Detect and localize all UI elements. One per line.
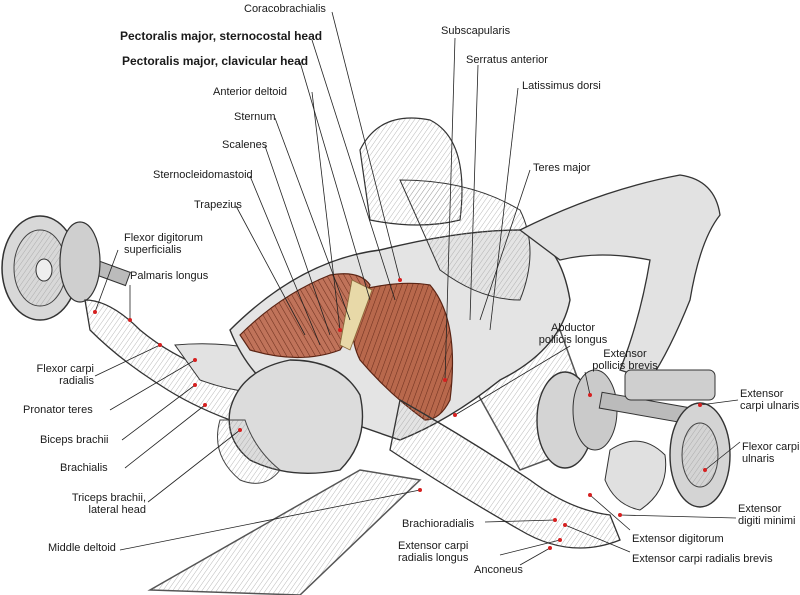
label-triceps-line1: Triceps brachii, bbox=[71, 492, 146, 504]
leader-lines bbox=[94, 11, 741, 566]
label-coracobrachialis: Coracobrachialis bbox=[244, 3, 326, 15]
label-teres-major: Teres major bbox=[533, 162, 591, 174]
label-flexor-carpi-ulnaris: Flexor carpi ulnaris bbox=[742, 441, 799, 465]
label-brachioradialis: Brachioradialis bbox=[402, 518, 475, 530]
label-flexor-carpi-radialis: Flexor carpi radialis bbox=[30, 363, 94, 387]
label-fcr-line2: radialis bbox=[59, 375, 94, 387]
pec-clavicular-head bbox=[239, 273, 371, 359]
label-scalenes: Scalenes bbox=[222, 139, 268, 151]
label-flexor-digitorum: Flexor digitorum superficialis bbox=[124, 232, 203, 256]
label-fcu-line2: ulnaris bbox=[742, 453, 775, 465]
label-anconeus: Anconeus bbox=[474, 564, 523, 576]
pec-sternocostal-head bbox=[351, 282, 454, 421]
label-abductor-line2: pollicis longus bbox=[538, 334, 608, 346]
label-biceps-brachii: Biceps brachii bbox=[40, 434, 109, 446]
label-fcu-line1: Flexor carpi bbox=[742, 441, 800, 453]
label-extensor-digiti-minimi: Extensor digiti minimi bbox=[738, 503, 795, 527]
label-fcr-line1: Flexor carpi bbox=[36, 363, 94, 375]
label-dots bbox=[93, 278, 707, 550]
label-flexor-digitorum-line1: Flexor digitorum bbox=[124, 232, 203, 244]
label-sternum: Sternum bbox=[234, 111, 276, 123]
label-ecu-line2: carpi ulnaris bbox=[740, 400, 800, 412]
label-ext-pollicis-line2: pollicis brevis bbox=[592, 360, 658, 372]
sternum-shape bbox=[339, 279, 373, 351]
label-ecu-line1: Extensor bbox=[740, 388, 784, 400]
label-edm-line2: digiti minimi bbox=[738, 515, 796, 527]
label-ext-carpi-radialis-brevis: Extensor carpi radialis brevis bbox=[632, 553, 773, 565]
label-anterior-deltoid: Anterior deltoid bbox=[213, 86, 287, 98]
label-ext-carpi-radialis-longus: Extensor carpi radialis longus bbox=[398, 540, 468, 564]
label-edm-line1: Extensor bbox=[738, 503, 782, 515]
label-sternocleidomastoid: Sternocleidomastoid bbox=[153, 169, 253, 181]
label-subscapularis: Subscapularis bbox=[441, 25, 511, 37]
label-abductor-pollicis: Abductor pollicis longus bbox=[528, 322, 618, 346]
label-palmaris-longus: Palmaris longus bbox=[130, 270, 209, 282]
label-extensor-digitorum: Extensor digitorum bbox=[632, 533, 724, 545]
label-extensor-pollicis: Extensor pollicis brevis bbox=[585, 348, 665, 372]
label-middle-deltoid: Middle deltoid bbox=[48, 542, 116, 554]
label-flexor-digitorum-line2: superficialis bbox=[124, 244, 182, 256]
left-dumbbell bbox=[1, 215, 131, 321]
label-serratus-anterior: Serratus anterior bbox=[466, 54, 548, 66]
pectoralis-major bbox=[239, 273, 454, 421]
label-ext-pollicis-line1: Extensor bbox=[603, 348, 647, 360]
label-abductor-line1: Abductor bbox=[550, 322, 596, 334]
label-triceps: Triceps brachii, lateral head bbox=[20, 492, 146, 516]
label-latissimus-dorsi: Latissimus dorsi bbox=[522, 80, 601, 92]
label-ecrl-line1: Extensor carpi bbox=[398, 540, 469, 552]
label-pronator-teres: Pronator teres bbox=[23, 404, 93, 416]
label-brachialis: Brachialis bbox=[60, 462, 108, 474]
label-triceps-line2: lateral head bbox=[88, 504, 147, 516]
right-arm bbox=[389, 174, 721, 549]
label-extensor-carpi-ulnaris: Extensor carpi ulnaris bbox=[740, 388, 799, 412]
label-ecrl-line2: radialis longus bbox=[398, 552, 469, 564]
label-trapezius: Trapezius bbox=[194, 199, 242, 211]
label-pec-sternocostal: Pectoralis major, sternocostal head bbox=[120, 29, 323, 43]
label-pec-clavicular: Pectoralis major, clavicular head bbox=[122, 54, 309, 68]
